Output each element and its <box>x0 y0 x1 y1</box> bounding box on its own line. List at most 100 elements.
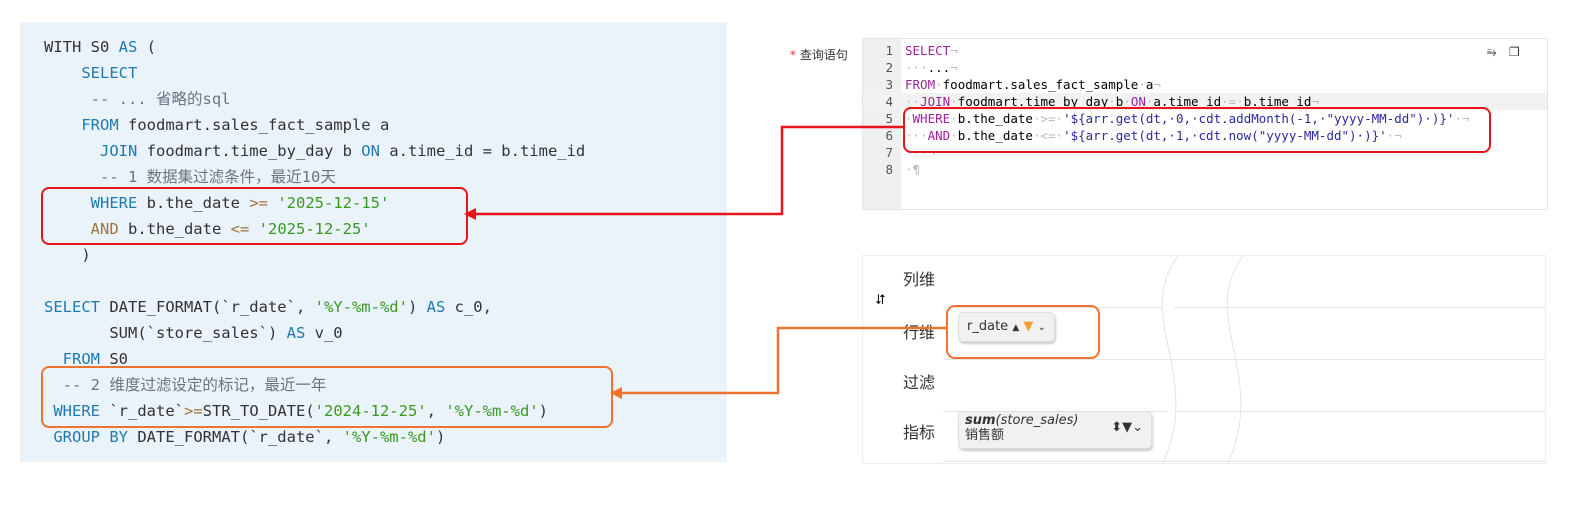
code-token: ¬ <box>1311 94 1319 109</box>
code-token: a.time_id = b.time_id <box>379 142 586 160</box>
code-token: FROM <box>44 116 119 134</box>
line-number: 7 <box>885 145 893 160</box>
swap-icon[interactable]: ⮃ <box>875 292 887 308</box>
code-token: '2025-12-15' <box>277 194 390 212</box>
row-dim-highlight <box>946 305 1100 359</box>
code-token: ON <box>1130 94 1146 109</box>
code-token: ) <box>44 246 91 264</box>
code-token: AND <box>927 128 951 143</box>
red-arrow <box>474 125 903 216</box>
filter-icon[interactable]: ▼ <box>1023 319 1034 334</box>
code-token: ·=· <box>1221 94 1244 109</box>
line-gutter <box>863 39 901 209</box>
code-line: SELECT <box>44 60 585 86</box>
copy-icon[interactable]: ❐ <box>1509 45 1520 59</box>
editor-filter-highlight <box>903 107 1491 153</box>
code-line: AND b.the_date <= '2025-12-25' <box>44 216 585 242</box>
generated-sql-code: WITH S0 AS ( SELECT -- ... 省略的sql FROM f… <box>44 34 585 450</box>
code-token: SUM(`store_sales`) <box>44 324 287 342</box>
code-token: GROUP BY <box>44 428 128 446</box>
code-token: '%Y-%m-%d' <box>445 402 539 420</box>
code-token: b.the_date <box>957 128 1033 143</box>
metric-label: 指标 <box>903 423 936 442</box>
code-token: b.the_date <box>118 220 231 238</box>
code-line: -- ... 省略的sql <box>44 86 585 112</box>
code-token: · <box>1108 94 1116 109</box>
code-token: · <box>950 111 958 126</box>
code-token: DATE_FORMAT(`r_date`, <box>128 428 343 446</box>
code-token: '2024-12-25' <box>314 402 427 420</box>
code-line: JOIN foodmart.time_by_day b ON a.time_id… <box>44 138 585 164</box>
code-line: -- 2 维度过滤设定的标记，最近一年 <box>44 372 585 398</box>
code-token: JOIN <box>920 94 951 109</box>
code-token: SELECT <box>905 43 951 58</box>
code-line: GROUP BY DATE_FORMAT(`r_date`, '%Y-%m-%d… <box>44 424 585 450</box>
code-token: AND <box>44 220 119 238</box>
filter-label: 过滤 <box>903 373 936 392</box>
editor-line: 6···AND·b.the_date·<=·'${arr.get(dt,·1,·… <box>863 127 1547 144</box>
code-token: ·>=· <box>1032 111 1064 126</box>
code-token: -- 1 数据集过滤条件，最近10天 <box>44 168 336 186</box>
line-number: 6 <box>885 128 893 143</box>
code-token: ( <box>137 38 156 56</box>
code-token: ¬ <box>950 60 958 75</box>
code-token: foodmart.sales_fact_sample a <box>118 116 390 134</box>
code-token: ·<=· <box>1032 128 1064 143</box>
code-token: b.the_date <box>957 111 1033 126</box>
line-number: 3 <box>885 77 893 92</box>
editor-line: 2···...¬ <box>863 59 1547 76</box>
code-token: a <box>1145 77 1154 92</box>
code-token: >= <box>184 402 203 420</box>
line-number: 4 <box>885 94 893 109</box>
code-token: '%Y-%m-%d' <box>342 428 436 446</box>
editor-line: 4··JOIN·foodmart.time_by_day·b·ON·a.time… <box>863 93 1547 110</box>
code-token: b.the_date <box>137 194 250 212</box>
sort-filter-icons[interactable]: ⬍▼⌄ <box>1111 420 1143 435</box>
code-token: ·¶ <box>905 162 921 177</box>
code-line: FROM foodmart.sales_fact_sample a <box>44 112 585 138</box>
code-token: WITH S0 <box>44 38 119 56</box>
generated-sql-panel: WITH S0 AS ( SELECT -- ... 省略的sql FROM f… <box>20 22 727 462</box>
column-dim-label: 列维 <box>903 270 936 289</box>
code-line: SELECT DATE_FORMAT(`r_date`, '%Y-%m-%d')… <box>44 294 585 320</box>
code-token: foodmart.sales_fact_sample <box>942 77 1139 92</box>
code-token: ··· <box>905 60 928 75</box>
code-token: SELECT <box>44 64 138 82</box>
code-line: WHERE `r_date`>=STR_TO_DATE('2024-12-25'… <box>44 398 585 424</box>
row-dim-chip[interactable]: r_date ▲ ▼ ⌄ <box>958 312 1055 342</box>
line-number: 2 <box>885 60 893 75</box>
code-token: `r_date` <box>100 402 184 420</box>
code-token: DATE_FORMAT(`r_date`, <box>100 298 315 316</box>
code-token: , <box>426 402 446 420</box>
break-mark <box>1161 256 1244 463</box>
line-number: 1 <box>885 43 893 58</box>
code-token: '%Y-%m-%d' <box>314 298 408 316</box>
editor-line: 5·WHERE·b.the_date·>=·'${arr.get(dt,·0,·… <box>863 110 1547 127</box>
dimension-panel: 列维 ⮃ 行维 r_date ▲ ▼ ⌄ 过滤 指标 sum(store_sal… <box>862 255 1546 464</box>
query-label: * 查询语句 <box>790 48 848 62</box>
chevron-down-icon[interactable]: ⌄ <box>1037 322 1046 333</box>
code-token: c_0, <box>445 298 492 316</box>
wrap-icon[interactable]: ⥱ <box>1487 45 1497 59</box>
code-token: ··· <box>905 128 928 143</box>
line-number: 8 <box>885 162 893 177</box>
code-token: · <box>1138 77 1146 92</box>
code-token: -- ... 省略的sql <box>44 90 231 108</box>
code-token: · <box>1123 94 1131 109</box>
code-token: b.time_id <box>1243 94 1312 109</box>
code-token: STR_TO_DATE( <box>202 402 315 420</box>
code-token: ·¬ <box>1386 128 1402 143</box>
code-token: ) <box>407 298 427 316</box>
sort-asc-icon[interactable]: ▲ <box>1012 323 1020 333</box>
code-token: b <box>1115 94 1124 109</box>
code-token: ·¬ <box>1454 111 1470 126</box>
code-token: '2025-12-25' <box>258 220 371 238</box>
code-token: WHERE <box>44 194 138 212</box>
code-token: a.time_id <box>1153 94 1222 109</box>
code-token: ) <box>538 402 548 420</box>
code-token: JOIN <box>44 142 138 160</box>
dataset-filter-highlight <box>41 187 468 245</box>
metric-chip[interactable]: sum(store_sales) 销售额 ⬍▼⌄ <box>958 411 1152 449</box>
